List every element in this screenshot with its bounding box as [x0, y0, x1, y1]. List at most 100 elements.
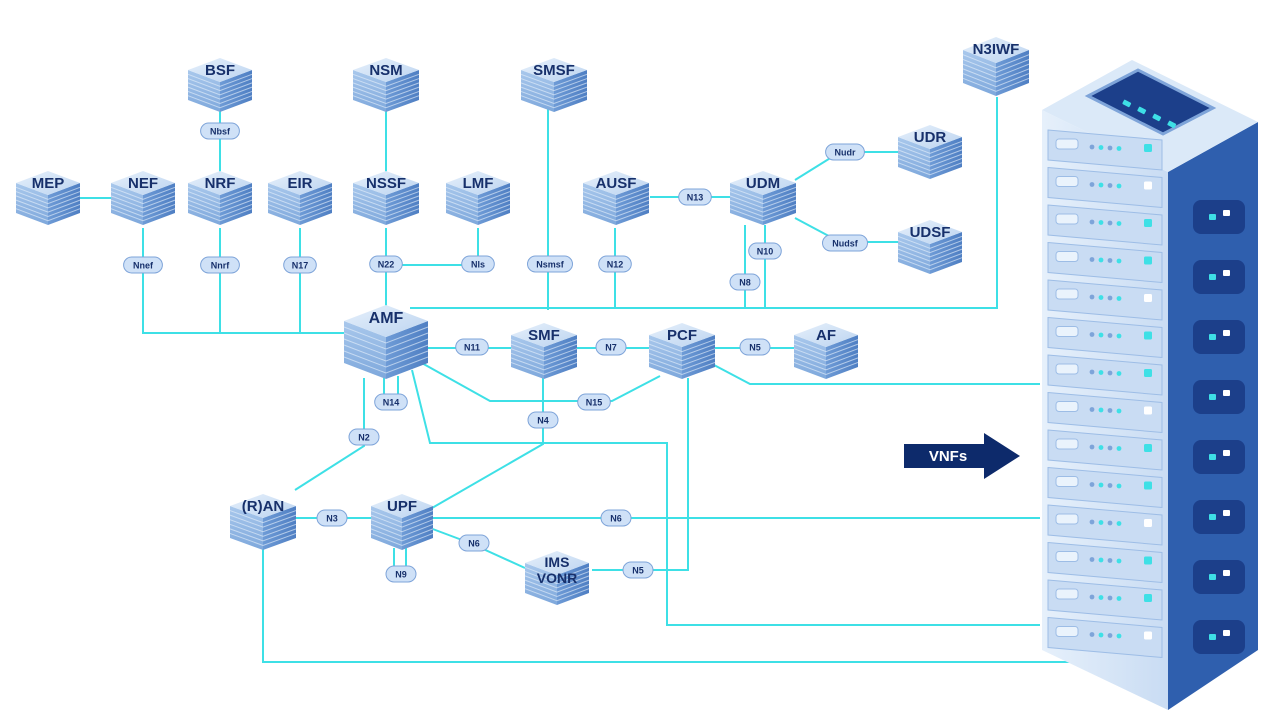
- ausf-node: AUSF: [582, 171, 650, 225]
- interface-label: N8: [739, 278, 751, 288]
- rack-unit: [1047, 429, 1163, 471]
- af-node: AF: [793, 323, 859, 379]
- interface-n4: N4: [527, 411, 559, 429]
- smf-label: SMF: [528, 327, 560, 344]
- interface-n14: N14: [374, 393, 408, 411]
- lmf-node: LMF: [445, 171, 511, 225]
- interface-n6b: N6: [458, 534, 490, 552]
- smsf-node: SMSF: [520, 58, 588, 112]
- interface-label: N6: [610, 514, 622, 524]
- interface-n6a: N6: [600, 509, 632, 527]
- rack-unit: [1047, 504, 1163, 546]
- interface-n12: N12: [598, 255, 632, 273]
- interface-label: N5: [632, 566, 644, 576]
- interface-label: N11: [464, 343, 480, 353]
- rack-unit: [1047, 541, 1163, 584]
- mep-label: MEP: [32, 175, 65, 192]
- upf-label: UPF: [387, 498, 417, 515]
- interface-label: N15: [586, 398, 603, 408]
- nssf-node: NSSF: [352, 171, 420, 225]
- interface-nnef: Nnef: [123, 256, 163, 274]
- interface-n9: N9: [385, 565, 417, 583]
- interface-label: N3: [326, 514, 338, 524]
- ims-label: VONR: [537, 570, 577, 586]
- interface-n10: N10: [748, 242, 782, 260]
- interface-nsmsf: Nsmsf: [527, 255, 573, 273]
- interface-label: Nsmsf: [536, 260, 565, 270]
- interface-label: N2: [358, 433, 370, 443]
- link-nef-amf: [142, 228, 345, 334]
- eir-label: EIR: [287, 175, 312, 192]
- interface-n22: N22: [369, 255, 403, 273]
- rack-unit: [1047, 204, 1163, 246]
- smsf-label: SMSF: [533, 62, 575, 79]
- rack-unit: [1047, 241, 1163, 284]
- ran-label: (R)AN: [242, 498, 285, 515]
- interface-label: Nudr: [835, 148, 856, 158]
- vnfs-label: VNFs: [929, 448, 967, 465]
- rack-unit: [1047, 316, 1163, 359]
- link-amf-ran: [294, 378, 365, 491]
- network-functions: BSF NSM SMSF N3IWF MEP NEF NRF EIR NSSF LMF AUSF UD…: [15, 37, 1030, 605]
- interface-nnrf: Nnrf: [200, 256, 240, 274]
- nsm-node: NSM: [352, 58, 420, 112]
- pcf-node: PCF: [648, 323, 716, 379]
- bsf-node: BSF: [187, 58, 253, 112]
- interface-nudr: Nudr: [825, 143, 865, 161]
- vnfs-arrow: VNFs: [904, 433, 1020, 479]
- interface-n7: N7: [595, 338, 627, 356]
- lmf-label: LMF: [463, 175, 494, 192]
- udr-node: UDR: [897, 125, 963, 179]
- interface-n2: N2: [348, 428, 380, 446]
- interface-label: N14: [383, 398, 400, 408]
- mep-node: MEP: [15, 171, 81, 225]
- nrf-node: NRF: [187, 171, 253, 225]
- interface-label: Nbsf: [210, 127, 231, 137]
- interface-label: N4: [537, 416, 549, 426]
- amf-label: AMF: [369, 310, 404, 327]
- interface-label: N22: [378, 260, 395, 270]
- upf-node: UPF: [370, 494, 434, 550]
- rack-unit: [1047, 579, 1163, 621]
- interface-n5a: N5: [739, 338, 771, 356]
- n3iwf-node: N3IWF: [962, 37, 1030, 96]
- rack-unit: [1047, 166, 1163, 209]
- link-smf-upf: [431, 378, 544, 509]
- bsf-label: BSF: [205, 62, 235, 79]
- rack-unit: [1047, 129, 1163, 171]
- ran-node: (R)AN: [229, 494, 297, 550]
- smf-node: SMF: [510, 323, 578, 379]
- af-label: AF: [816, 327, 836, 344]
- interface-label: Nnrf: [211, 261, 230, 271]
- ims-label: IMS: [545, 554, 570, 570]
- interface-nudsf: Nudsf: [822, 234, 868, 252]
- interface-n15: N15: [577, 393, 611, 411]
- n3iwf-label: N3IWF: [973, 41, 1020, 58]
- interface-label: N13: [687, 193, 704, 203]
- eir-node: EIR: [267, 171, 333, 225]
- interface-label: N12: [607, 260, 624, 270]
- rack-unit: [1047, 354, 1163, 396]
- nef-label: NEF: [128, 175, 158, 192]
- rack-unit: [1047, 616, 1163, 659]
- rack-unit: [1047, 391, 1163, 434]
- interface-nbsf: Nbsf: [200, 122, 240, 140]
- link-amf-n3iwf: [410, 97, 998, 309]
- interface-label: N7: [605, 343, 617, 353]
- interface-label: N10: [757, 247, 774, 257]
- interface-n8: N8: [729, 273, 761, 291]
- udm-node: UDM: [729, 171, 797, 225]
- nssf-label: NSSF: [366, 175, 406, 192]
- interface-nls: Nls: [461, 255, 495, 273]
- ausf-label: AUSF: [596, 175, 637, 192]
- interface-label: N9: [395, 570, 407, 580]
- interface-label: Nnef: [133, 261, 154, 271]
- rack-unit: [1047, 466, 1163, 509]
- link-pcf-server: [713, 364, 1040, 385]
- nrf-label: NRF: [205, 175, 236, 192]
- udr-label: UDR: [914, 129, 947, 146]
- interface-label: N5: [749, 343, 761, 353]
